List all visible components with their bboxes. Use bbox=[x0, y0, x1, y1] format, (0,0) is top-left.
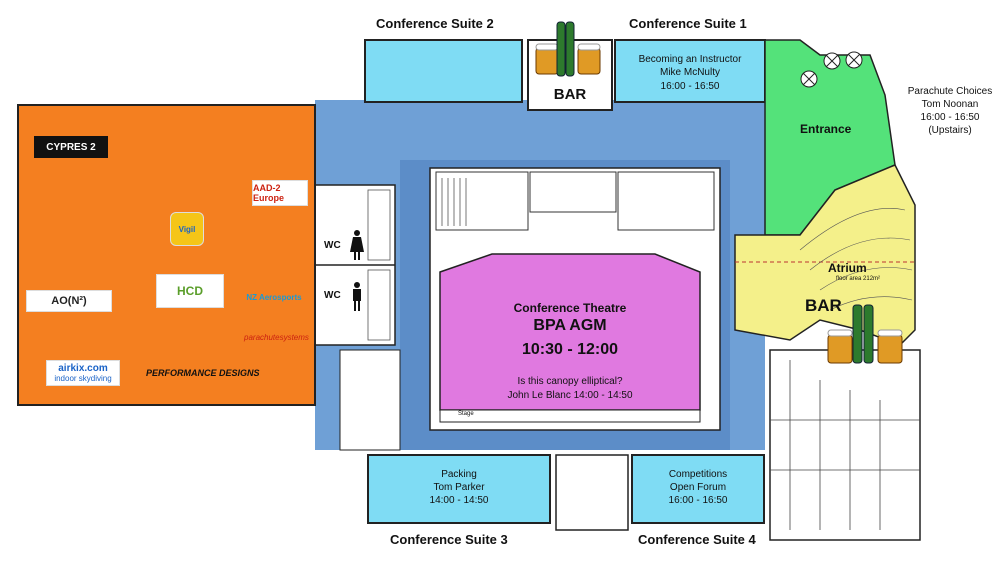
suite-1-session-speaker: Mike McNulty bbox=[659, 67, 720, 78]
airkix-sub: indoor skydiving bbox=[54, 374, 112, 383]
hcd-logo[interactable]: HCD bbox=[156, 274, 224, 308]
nz-logo[interactable]: NZ Aerosports bbox=[242, 262, 306, 332]
theatre-title: Conference Theatre bbox=[513, 301, 627, 315]
east-service-wing bbox=[769, 349, 921, 541]
suite-1-title: Conference Suite 1 bbox=[629, 16, 747, 31]
atrium-area[interactable] bbox=[734, 164, 916, 346]
suite-4-session-title: Competitions bbox=[668, 469, 728, 480]
wc-label-upper: WC bbox=[324, 240, 341, 251]
suite-4-session-speaker: Open Forum bbox=[669, 482, 727, 493]
suite-4-session-time: 16:00 - 16:50 bbox=[668, 495, 728, 506]
theatre-talk-detail: John Le Blanc 14:00 - 14:50 bbox=[507, 390, 633, 401]
toilet-male-icon bbox=[353, 282, 361, 311]
upstairs-session-note: (Upstairs) bbox=[928, 125, 972, 136]
conference-suite-4[interactable] bbox=[631, 454, 765, 524]
suite-1-session-title: Becoming an Instructor bbox=[638, 54, 742, 65]
theatre-stage-label: Stage bbox=[458, 411, 474, 417]
bar-top-label: BAR bbox=[553, 86, 587, 103]
conference-suite-1[interactable] bbox=[614, 39, 766, 103]
wc-label-lower: WC bbox=[324, 290, 341, 301]
suite-2-title: Conference Suite 2 bbox=[376, 16, 494, 31]
upstairs-session-time: 16:00 - 16:50 bbox=[920, 112, 980, 123]
pd-logo[interactable]: PERFORMANCE DESIGNS bbox=[146, 368, 260, 378]
airkix-name: airkix.com bbox=[58, 363, 108, 374]
core-stair-center bbox=[529, 171, 617, 213]
suite-1-session-time: 16:00 - 16:50 bbox=[660, 81, 720, 92]
core-room-right bbox=[617, 171, 715, 231]
suite-4-title: Conference Suite 4 bbox=[638, 532, 756, 547]
vigil-logo[interactable]: Vigil bbox=[170, 212, 204, 246]
entrance-label: Entrance bbox=[800, 122, 852, 136]
upstairs-session-title: Parachute Choices bbox=[907, 86, 993, 97]
aon2-logo[interactable]: AO(N²) bbox=[26, 290, 112, 312]
suite-3-title: Conference Suite 3 bbox=[390, 532, 508, 547]
beer-icon-top bbox=[535, 21, 601, 77]
suite-3-session-time: 14:00 - 14:50 bbox=[429, 495, 489, 506]
theatre-time: 10:30 - 12:00 bbox=[521, 341, 619, 358]
theatre-stage bbox=[439, 409, 701, 423]
atrium-sublabel: floor area 212m² bbox=[836, 276, 881, 282]
aad2-logo[interactable]: AAD-2 Europe bbox=[252, 180, 308, 206]
conference-suite-3[interactable] bbox=[367, 454, 551, 524]
bar-right-label: BAR bbox=[805, 296, 842, 315]
office-room bbox=[555, 454, 629, 531]
west-service-rooms bbox=[339, 349, 401, 451]
beer-icon-right bbox=[827, 304, 903, 364]
core-room-left bbox=[435, 171, 529, 231]
airkix-logo[interactable]: airkix.com indoor skydiving bbox=[46, 360, 120, 386]
upstairs-session-speaker: Tom Noonan bbox=[921, 99, 979, 110]
cypres-logo[interactable]: CYPRES 2 bbox=[34, 136, 108, 158]
theatre-event: BPA AGM bbox=[533, 317, 607, 334]
theatre-talk: Is this canopy elliptical? bbox=[517, 376, 623, 387]
atrium-label: Atrium bbox=[828, 261, 867, 275]
conference-suite-2[interactable] bbox=[364, 39, 523, 103]
suite-3-session-title: Packing bbox=[441, 469, 477, 480]
suite-3-session-speaker: Tom Parker bbox=[433, 482, 485, 493]
toilet-female-icon bbox=[350, 230, 364, 260]
parachute-systems-logo[interactable]: parachutesystems bbox=[244, 333, 309, 342]
